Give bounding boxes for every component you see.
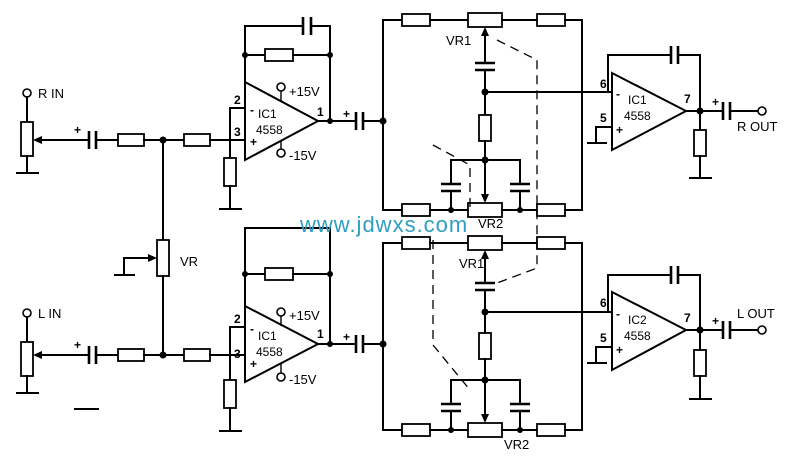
l-preamp-opamp xyxy=(219,304,321,432)
l-vr2-pot xyxy=(467,422,503,438)
l-out-chip-label: 4558 xyxy=(624,329,651,343)
vr-label: VR xyxy=(180,254,198,269)
r-tone-resistor-4 xyxy=(536,203,566,217)
r-out-ic-label: IC1 xyxy=(628,93,647,107)
r-input-coupling-cap xyxy=(87,131,119,149)
r-pin3: 3 xyxy=(234,125,241,139)
l-pin6: 6 xyxy=(600,296,607,310)
r-pin1: 1 xyxy=(317,105,324,119)
r-chip-label: 4558 xyxy=(256,123,283,137)
r-output-load-resistor xyxy=(693,129,707,157)
r-vr2-pot xyxy=(467,202,503,218)
l-pin1: 1 xyxy=(317,327,324,341)
r-vr2-label: VR2 xyxy=(478,216,503,231)
l-in-label: L IN xyxy=(38,306,61,321)
r-pin2: 2 xyxy=(234,93,241,107)
r-input-jack xyxy=(16,88,89,174)
l-input-coupling-cap xyxy=(87,346,119,364)
r-output-opamp xyxy=(581,71,689,152)
l-pin2: 2 xyxy=(234,312,241,326)
l-tone-mid-resistor xyxy=(478,332,492,360)
l-output-opamp xyxy=(581,290,689,372)
l-cap-plus: + xyxy=(74,338,81,352)
r-preamp-opamp xyxy=(219,80,321,210)
l-plus: + xyxy=(250,357,257,371)
l-chip-label: 4558 xyxy=(256,345,283,359)
r-vr1-pot xyxy=(467,12,503,28)
watermark-text: www.jdwxs.com xyxy=(299,212,468,237)
l-input-resistor xyxy=(117,348,145,362)
l-outcap-plus: + xyxy=(712,314,719,328)
l-out-jack xyxy=(757,325,767,335)
l-vr1-label: VR1 xyxy=(459,256,484,271)
balance-pot-vr xyxy=(156,239,170,277)
l-vminus: -15V xyxy=(289,372,317,387)
r-out-jack xyxy=(757,106,767,116)
r-tone-resistor-2 xyxy=(536,13,566,27)
r-feedback-resistor xyxy=(264,48,294,62)
r-vplus: +15V xyxy=(289,84,320,99)
r-cap-plus: + xyxy=(74,123,81,137)
l-pin7: 7 xyxy=(684,311,691,325)
r-vminus: -15V xyxy=(289,148,317,163)
l-ic-label: IC1 xyxy=(258,329,277,343)
r-out-minus: - xyxy=(616,87,620,101)
r-in-label: R IN xyxy=(38,86,64,101)
r-input-resistor xyxy=(117,133,145,147)
r-out-plus: + xyxy=(616,123,623,137)
l-out-label: L OUT xyxy=(737,306,775,321)
l-out-ic-label: IC2 xyxy=(628,313,647,327)
l-tone-resistor-3 xyxy=(401,423,431,437)
r-ic-label: IC1 xyxy=(258,107,277,121)
r-out-label: R OUT xyxy=(737,119,778,134)
l-vplus: +15V xyxy=(289,308,320,323)
r-plus: + xyxy=(250,135,257,149)
l-minus: - xyxy=(250,322,254,336)
vr2-gang-link-bottom xyxy=(432,240,471,391)
l-tone-resistor-1 xyxy=(401,236,431,250)
l-vr1-pot xyxy=(467,235,503,251)
r-pin7: 7 xyxy=(684,92,691,106)
r-pin5: 5 xyxy=(600,111,607,125)
r-vr1-label: VR1 xyxy=(446,33,471,48)
l-bias-resistor xyxy=(183,348,211,362)
l-out-cap-plus: + xyxy=(343,330,350,344)
l-pin5: 5 xyxy=(600,331,607,345)
r-pin6: 6 xyxy=(600,77,607,91)
l-out-plus: + xyxy=(616,343,623,357)
l-tone-resistor-2 xyxy=(536,236,566,250)
l-out-minus: - xyxy=(616,307,620,321)
r-tone-mid-resistor xyxy=(478,114,492,142)
l-pin3: 3 xyxy=(234,347,241,361)
l-tone-resistor-4 xyxy=(536,423,566,437)
l-feedback-resistor xyxy=(264,267,294,281)
l-output-load-resistor xyxy=(693,349,707,377)
l-vr2-label: VR2 xyxy=(504,437,529,452)
r-outcap-plus: + xyxy=(712,95,719,109)
r-out-cap-plus: + xyxy=(343,107,350,121)
r-minus: - xyxy=(250,103,254,117)
l-input-jack xyxy=(16,308,89,394)
r-bias-resistor xyxy=(183,133,211,147)
r-tone-resistor-1 xyxy=(401,13,431,27)
r-out-chip-label: 4558 xyxy=(624,109,651,123)
vr1-gang-link xyxy=(496,39,538,284)
